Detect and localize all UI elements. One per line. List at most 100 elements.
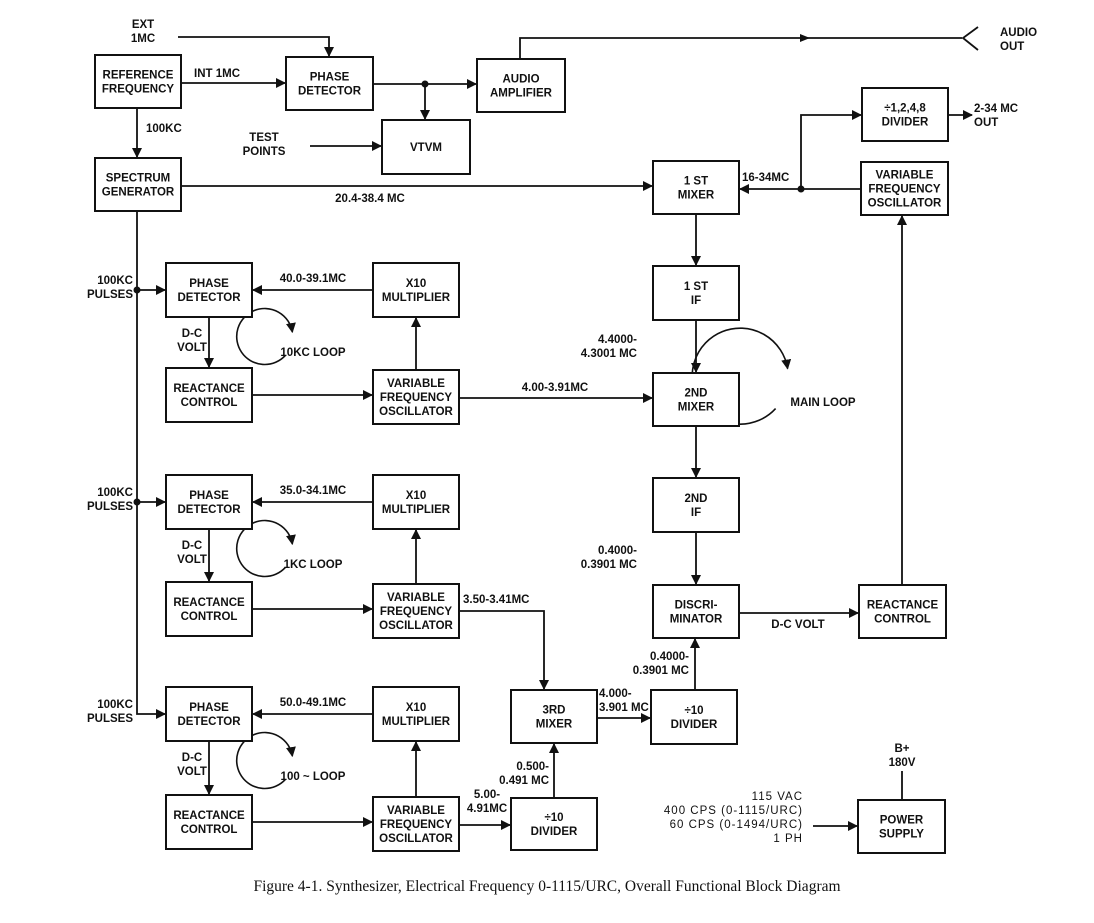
audio-amplifier-block-box xyxy=(476,58,566,113)
loop3-reactance-control-block: REACTANCE CONTROL xyxy=(165,794,253,850)
loop3-arrow xyxy=(235,731,296,790)
power-supply-block-box xyxy=(857,799,946,854)
divider-1248-block-box xyxy=(861,87,949,142)
loop3-out-label: 5.00- xyxy=(474,789,500,801)
phase-detector-main-block-label: PHASE xyxy=(310,72,350,84)
wires xyxy=(132,26,979,831)
power-supply-block-label: POWER xyxy=(880,815,924,827)
loop3-reactance-control-block-label: CONTROL xyxy=(181,824,238,836)
vfo-to-divider-wire xyxy=(800,110,862,189)
third-mixer-out-label: 3.901 MC xyxy=(599,702,649,714)
main-loop-arrow xyxy=(691,327,792,425)
vfo-main-block-label: FREQUENCY xyxy=(868,184,941,196)
ext-1mc-label: 1MC xyxy=(131,33,155,45)
vtvm-block: VTVM xyxy=(381,119,471,175)
loop2-vfo-block-box xyxy=(372,583,460,639)
loop1-reactance-control-block-label: CONTROL xyxy=(181,397,238,409)
reference-frequency-block-label: FREQUENCY xyxy=(102,84,175,96)
figure-caption: Figure 4-1. Synthesizer, Electrical Freq… xyxy=(253,878,841,895)
loop1-pulses-label: 100KC xyxy=(97,275,133,287)
loop1-vfo-block-label: OSCILLATOR xyxy=(379,406,453,418)
loop3-out-label: 4.91MC xyxy=(467,803,507,815)
loop3-reactance-control-block-label: REACTANCE xyxy=(173,810,245,822)
first-if-block-box xyxy=(652,265,740,321)
first-mixer-block-label: MIXER xyxy=(678,190,715,202)
reference-frequency-block-label: REFERENCE xyxy=(103,70,174,82)
power-input-label: 1 PH xyxy=(773,833,803,845)
divider-bottom-out-label: 0.500- xyxy=(516,761,549,773)
audio-amplifier-block-label: AUDIO xyxy=(502,74,539,86)
loop2-reactance-control-block-box xyxy=(165,581,253,637)
loop2-feedback-label: 35.0-34.1MC xyxy=(280,485,346,497)
second-mixer-block-label: MIXER xyxy=(678,402,715,414)
loop3-phase-detector-block-box xyxy=(165,686,253,742)
ext-1mc-label: EXT xyxy=(132,19,154,31)
loop2-vfo-block-label: OSCILLATOR xyxy=(379,620,453,632)
spectrum-generator-block-box xyxy=(94,157,182,212)
loop1-reactance-control-block: REACTANCE CONTROL xyxy=(165,367,253,423)
first-mixer-block-label: 1 ST xyxy=(684,176,708,188)
second-if-block-box xyxy=(652,477,740,533)
spectrum-generator-block-label: SPECTRUM xyxy=(106,173,171,185)
loop1-phase-detector-block-box xyxy=(165,262,253,318)
divider-right-out-label: 0.4000- xyxy=(650,651,689,663)
loop2-reactance-control-block-label: REACTANCE xyxy=(173,597,245,609)
discriminator-block-box xyxy=(652,584,740,639)
loop1-vfo-block-box xyxy=(372,369,460,425)
loop2-multiplier-block-label: MULTIPLIER xyxy=(382,504,451,516)
first-mixer-block: 1 ST MIXER xyxy=(652,160,740,215)
loop1-reactance-control-block-box xyxy=(165,367,253,423)
spectrum-generator-block-label: GENERATOR xyxy=(102,187,175,199)
loop1-vfo-block-label: VARIABLE xyxy=(387,378,445,390)
vfo-main-block-label: VARIABLE xyxy=(876,170,934,182)
audio-out-label: OUT xyxy=(1000,41,1024,53)
spectrum-bus-wire xyxy=(136,211,166,719)
power-input-label: 60 CPS (0-1494/URC) xyxy=(670,819,803,831)
loop2-dcvolt-label: D-C xyxy=(182,540,202,552)
loop1-reactance-control-block-label: REACTANCE xyxy=(173,383,245,395)
divider-1248-block-label: ÷1,2,4,8 xyxy=(884,103,926,115)
loop2-out-label: 3.50-3.41MC xyxy=(463,594,529,606)
loop3-pulses-label: PULSES xyxy=(87,713,133,725)
loop2-vfo-block-label: FREQUENCY xyxy=(380,606,453,618)
loop3-feedback-label: 50.0-49.1MC xyxy=(280,697,346,709)
loop2-vfo-block-label: VARIABLE xyxy=(387,592,445,604)
third-mixer-block-label: 3RD xyxy=(542,705,565,717)
vtvm-block-box xyxy=(381,119,471,175)
loop1-dcvolt-label: D-C xyxy=(182,328,202,340)
second-if-out-label: 0.4000- xyxy=(598,545,637,557)
vtvm-block-label: VTVM xyxy=(410,142,442,154)
reactance-control-main-block-label: CONTROL xyxy=(874,614,931,626)
vfo-main-out-label: 16-34MC xyxy=(742,172,789,184)
loop2-dcvolt-label: VOLT xyxy=(177,554,207,566)
loop3-name-label: 100 ~ LOOP xyxy=(281,771,346,783)
discriminator-block-label: DISCRI- xyxy=(675,600,718,612)
loop3-multiplier-block-box xyxy=(372,686,460,742)
loop1-name-label: 10KC LOOP xyxy=(280,347,346,359)
loop1-phase-detector-block-label: PHASE xyxy=(189,278,229,290)
loop2-multiplier-block-label: X10 xyxy=(406,490,426,502)
loop2-out-wire xyxy=(459,610,549,690)
divider-10-bottom-block-box xyxy=(510,797,598,851)
reference-frequency-block: REFERENCE FREQUENCY xyxy=(94,54,182,109)
reactance-control-main-block-label: REACTANCE xyxy=(867,600,939,612)
divider-10-right-block-box xyxy=(650,689,738,745)
discriminator-block-label: MINATOR xyxy=(670,614,723,626)
reactance-control-main-block: REACTANCE CONTROL xyxy=(858,584,947,639)
first-if-out-label: 4.3001 MC xyxy=(581,348,637,360)
loop2-phase-detector-block-label: PHASE xyxy=(189,490,229,502)
third-mixer-out-label: 4.000- xyxy=(599,688,632,700)
loop3-multiplier-block-label: X10 xyxy=(406,702,426,714)
